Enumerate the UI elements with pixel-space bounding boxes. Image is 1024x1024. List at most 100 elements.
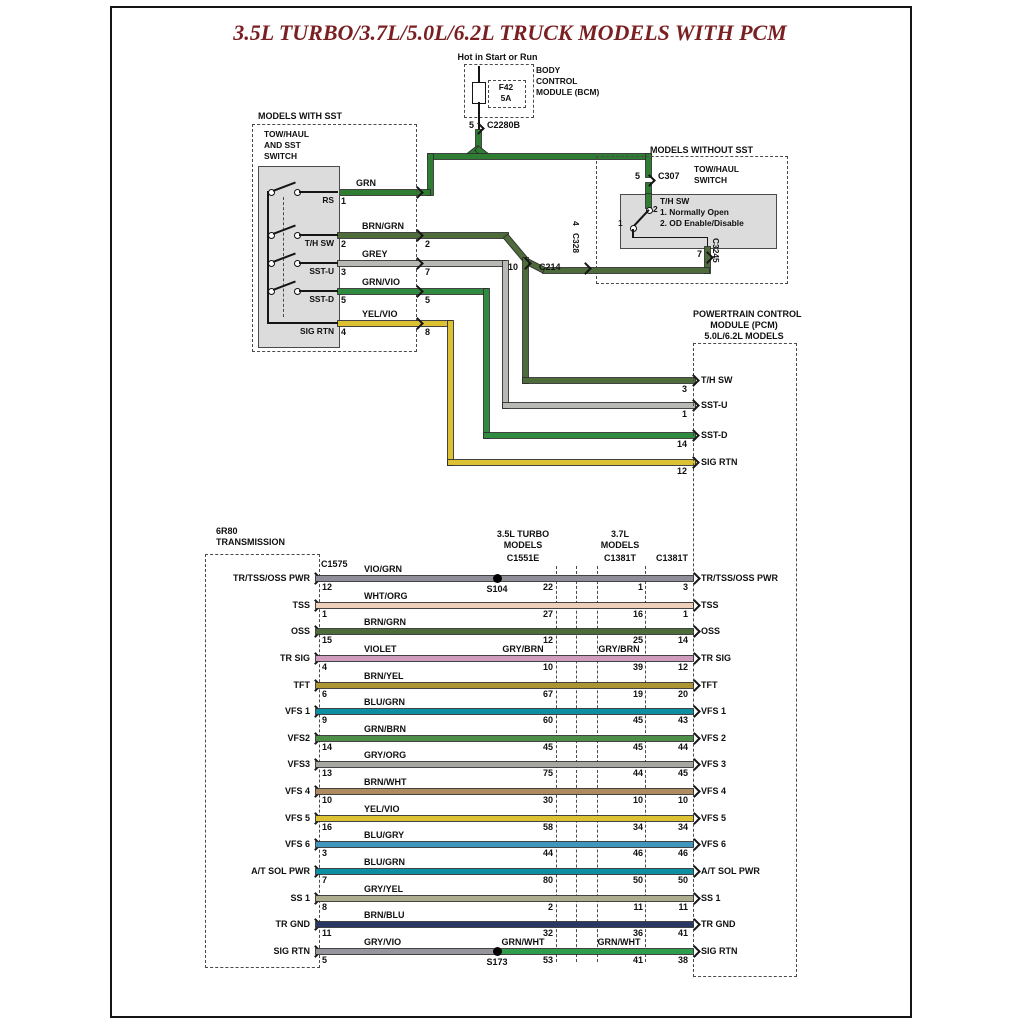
pcm-pin-label: OSS: [701, 626, 721, 636]
page-border: [110, 6, 912, 1018]
connector-name: C307: [658, 171, 680, 181]
wire-segment: [645, 194, 651, 208]
wire-segment: [447, 320, 453, 465]
connector-pin-number: 75: [542, 768, 553, 778]
connector-pin-number: 38: [677, 955, 688, 965]
connector-pin-number: 3: [682, 582, 688, 592]
wire-color-label: VIOLET: [364, 644, 397, 654]
column-title-line: 3.5L TURBO: [496, 529, 550, 539]
pcm-pin-label: TR SIG: [701, 653, 732, 663]
switch-lead: [299, 234, 338, 236]
sst-switch-title-line: SWITCH: [264, 151, 298, 161]
connector-pin-number: 4: [571, 221, 581, 226]
connector-pin-number: 11: [322, 928, 332, 938]
sst-row-label: SIG RTN: [300, 326, 334, 336]
pcm-pin-label: T/H SW: [701, 375, 733, 385]
connector-pin-number: 13: [322, 768, 333, 778]
connector-pin-number: 34: [677, 822, 688, 832]
connector-pin-number: 5: [425, 295, 431, 305]
transmission-pin-label: VFS2: [287, 733, 310, 743]
wire-color-label: BRN/BLU: [364, 910, 405, 920]
sst-row-label: SST-D: [309, 294, 334, 304]
connector-pin-number: 4: [322, 662, 328, 672]
sst-row-label: RS: [322, 195, 334, 205]
connector-pin-number: 19: [632, 689, 643, 699]
connector-pin-number: 45: [677, 768, 688, 778]
hot-in-start-label: Hot in Start or Run: [457, 52, 538, 62]
sst-box-title: MODELS WITH SST: [258, 111, 342, 121]
connector-pin-number: 10: [507, 262, 518, 272]
switch-contact-pin: 2: [653, 204, 658, 214]
connector-pin-number: 2: [547, 902, 553, 912]
wire-segment: [338, 232, 508, 238]
wire-segment: [523, 258, 528, 383]
wire-segment: [316, 841, 693, 847]
splice-dot: [493, 946, 502, 956]
wire-color-label: GRN: [356, 178, 376, 188]
pcm-pin-label: TR GND: [701, 919, 736, 929]
switch-common-bus: [267, 191, 269, 324]
connector-pin-number: 1: [341, 196, 347, 206]
wire-color-label: GREY: [362, 249, 388, 259]
connector-pin-number: 41: [677, 928, 688, 938]
transmission-title-line: TRANSMISSION: [216, 537, 286, 547]
connector-pin-number: 50: [632, 875, 643, 885]
connector-pin-number: 45: [632, 715, 643, 725]
wire-segment: [483, 432, 695, 438]
switch-contact-pin: 1: [618, 218, 623, 228]
wire-segment: [523, 377, 695, 383]
connector-pin-number: 10: [322, 795, 333, 805]
column-title-line: MODELS: [503, 540, 543, 550]
wire-segment: [645, 183, 651, 195]
transmission-pin-label: VFS 4: [284, 786, 310, 796]
transmission-pin-label: TSS: [292, 600, 310, 610]
connector-pin-number: 45: [632, 742, 643, 752]
column-title-line: 3.7L: [610, 529, 629, 539]
bcm-label-line: CONTROL: [536, 76, 578, 86]
transmission-pin-label: SS 1: [290, 893, 310, 903]
wire-segment: [476, 130, 481, 150]
connector-pin-number: 12: [542, 635, 553, 645]
pcm-pin-label: SST-D: [701, 430, 728, 440]
connector-pin-number: 5: [322, 955, 328, 965]
wire-segment: [316, 948, 497, 954]
connector-pin-number: 14: [676, 439, 687, 449]
connector-pin-number: 45: [542, 742, 553, 752]
connector-pin-number: 9: [322, 715, 328, 725]
connector-pin-number: 14: [322, 742, 333, 752]
sst-switch-box: [258, 166, 340, 348]
column-title-line: MODELS: [600, 540, 640, 550]
connector-pin-number: 22: [542, 582, 553, 592]
wire-color-label: BLU/GRY: [364, 830, 405, 840]
splice-label: S104: [486, 584, 508, 594]
connector-pin-number: 1: [637, 582, 643, 592]
switch-lead: [299, 290, 338, 292]
transmission-box: [205, 554, 320, 968]
bcm-label-line: BODY: [536, 65, 561, 75]
transmission-pin-label: TFT: [293, 680, 311, 690]
connector-pin-number: 16: [322, 822, 333, 832]
connector-pin-number: 7: [696, 249, 702, 259]
connector-pin-number: 11: [678, 902, 688, 912]
wire-color-label: BRN/GRN: [364, 617, 406, 627]
connector-pin-number: 80: [542, 875, 553, 885]
connector-pin-number: 7: [322, 875, 328, 885]
connector-pin-number: 15: [322, 635, 333, 645]
wire-color-label: VIO/GRN: [364, 564, 403, 574]
wire-segment: [645, 153, 651, 177]
connector-name: C328: [571, 233, 581, 254]
fuse-lead: [477, 102, 480, 132]
splice-dot: [493, 573, 502, 583]
wire-color-label: GRY/BRN: [502, 644, 544, 654]
splice-label: S173: [486, 957, 508, 967]
wire-segment: [502, 402, 695, 408]
pcm-pin-label: A/T SOL PWR: [701, 866, 760, 876]
pcm-pin-label: TR/TSS/OSS PWR: [701, 573, 779, 583]
pcm-box: [693, 343, 797, 977]
sst-switch-title-line: TOW/HAUL: [264, 129, 309, 139]
connector-pin-number: 5: [468, 120, 474, 130]
wire-segment: [316, 788, 693, 794]
connector-pin-number: 46: [677, 848, 688, 858]
pcm-pin-label: VFS 3: [701, 759, 727, 769]
pcm-pin-label: VFS 4: [701, 786, 727, 796]
